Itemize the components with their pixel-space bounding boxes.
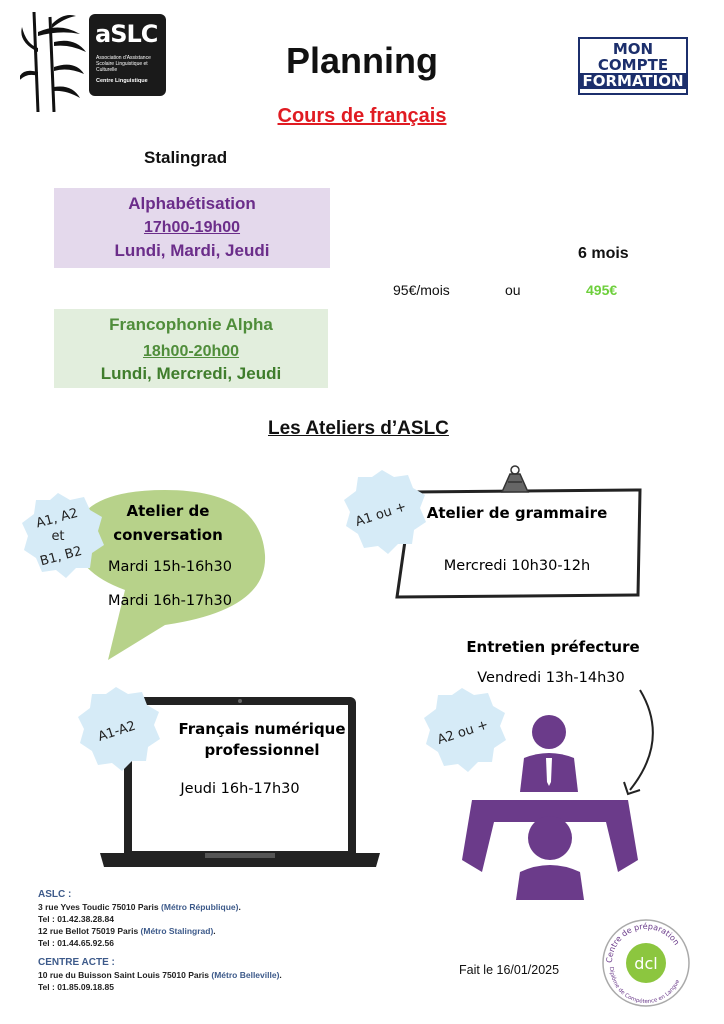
mcf-line-2: COMPTE xyxy=(597,56,669,74)
level-badge-prefecture xyxy=(424,688,506,772)
mcf-line-3: FORMATION xyxy=(580,73,686,89)
aslc-heading: ASLC : xyxy=(38,889,72,900)
logo-name: aSLC xyxy=(95,20,158,48)
date-label: Fait le 16/01/2025 xyxy=(459,963,560,977)
course-days: Lundi, Mercredi, Jeudi xyxy=(100,364,282,383)
logo-centre: Centre Linguistique xyxy=(96,78,148,84)
or-label: ou xyxy=(505,282,521,298)
metro-label: (Métro Belleville) xyxy=(211,970,280,980)
conversation-title: Atelier de xyxy=(127,502,210,520)
mon-compte-formation-logo: MON COMPTE FORMATION xyxy=(578,37,688,95)
location-label: Stalingrad xyxy=(144,148,228,167)
dcl-logo: Centre de préparation Diplôme de Compéte… xyxy=(602,919,690,1007)
logo-subtitle: Association d'Assistance Scolaire Lingui… xyxy=(96,55,151,73)
address-text: 12 rue Bellot 75019 Paris xyxy=(38,926,139,936)
numerique-title: Français numérique xyxy=(178,720,345,738)
tel-line: Tel : 01.42.38.28.84 xyxy=(38,914,114,924)
address-text: 3 rue Yves Toudic 75010 Paris xyxy=(38,902,159,912)
aslc-logo: aSLC Association d'Assistance Scolaire L… xyxy=(89,14,166,96)
duration-label: 6 mois xyxy=(578,245,629,262)
course-name: Alphabétisation xyxy=(128,194,256,213)
acte-heading: CENTRE ACTE : xyxy=(38,957,115,968)
level-badge-conversation xyxy=(22,493,104,578)
footer-contacts: ASLC : 3 rue Yves Toudic 75010 Paris (Mé… xyxy=(38,889,368,993)
monthly-price: 95€/mois xyxy=(393,282,450,298)
address-text: 10 rue du Buisson Saint Louis 75010 Pari… xyxy=(38,970,210,980)
conversation-time: Mardi 16h-17h30 xyxy=(108,593,232,609)
badge-text: et xyxy=(51,529,64,544)
level-badge-numerique xyxy=(78,687,160,771)
course-time: 17h00-19h00 xyxy=(143,219,241,236)
numerique-title: professionnel xyxy=(204,741,319,759)
binder-clip-icon xyxy=(500,473,530,493)
address-line: 10 rue du Buisson Saint Louis 75010 Pari… xyxy=(38,970,282,980)
course-card-alphabetisation: Alphabétisation 17h00-19h00 Lundi, Mardi… xyxy=(54,188,330,268)
conversation-title: conversation xyxy=(113,526,223,544)
bamboo-logo-art xyxy=(20,12,86,112)
course-name: Francophonie Alpha xyxy=(109,315,273,334)
level-badge-grammaire xyxy=(344,470,426,554)
interview-icon xyxy=(462,715,638,900)
course-days: Lundi, Mardi, Jeudi xyxy=(114,241,270,260)
metro-label: (Métro Stalingrad) xyxy=(140,926,214,936)
metro-label: (Métro République) xyxy=(161,902,239,912)
prefecture-title: Entretien préfecture xyxy=(466,638,639,656)
prefecture-time: Vendredi 13h-14h30 xyxy=(477,670,624,686)
tel-line: Tel : 01.85.09.18.85 xyxy=(38,982,114,992)
course-time: 18h00-20h00 xyxy=(142,343,240,360)
numerique-time: Jeudi 16h-17h30 xyxy=(179,781,299,797)
section-subtitle: Cours de français xyxy=(277,105,447,127)
conversation-time: Mardi 15h-16h30 xyxy=(108,559,232,575)
ateliers-heading: Les Ateliers d’ASLC xyxy=(268,418,449,439)
arrow-icon xyxy=(629,689,654,791)
course-card-francophonie: Francophonie Alpha 18h00-20h00 Lundi, Me… xyxy=(54,309,328,388)
dcl-text: dcl xyxy=(634,954,657,973)
grammar-board xyxy=(395,488,642,599)
mcf-line-1: MON xyxy=(612,40,654,58)
address-line: 12 rue Bellot 75019 Paris (Métro Staling… xyxy=(38,926,216,936)
speech-bubble-icon xyxy=(74,490,266,660)
total-price: 495€ xyxy=(586,282,618,298)
ateliers-illustration: A1, A2 et B1, B2 Atelier de conversation… xyxy=(22,465,654,900)
tel-line: Tel : 01.44.65.92.56 xyxy=(38,938,114,948)
address-line: 3 rue Yves Toudic 75010 Paris (Métro Rép… xyxy=(38,902,241,912)
grammaire-title: Atelier de grammaire xyxy=(427,504,608,522)
grammaire-time: Mercredi 10h30-12h xyxy=(444,558,590,574)
page-title: Planning xyxy=(286,40,438,81)
